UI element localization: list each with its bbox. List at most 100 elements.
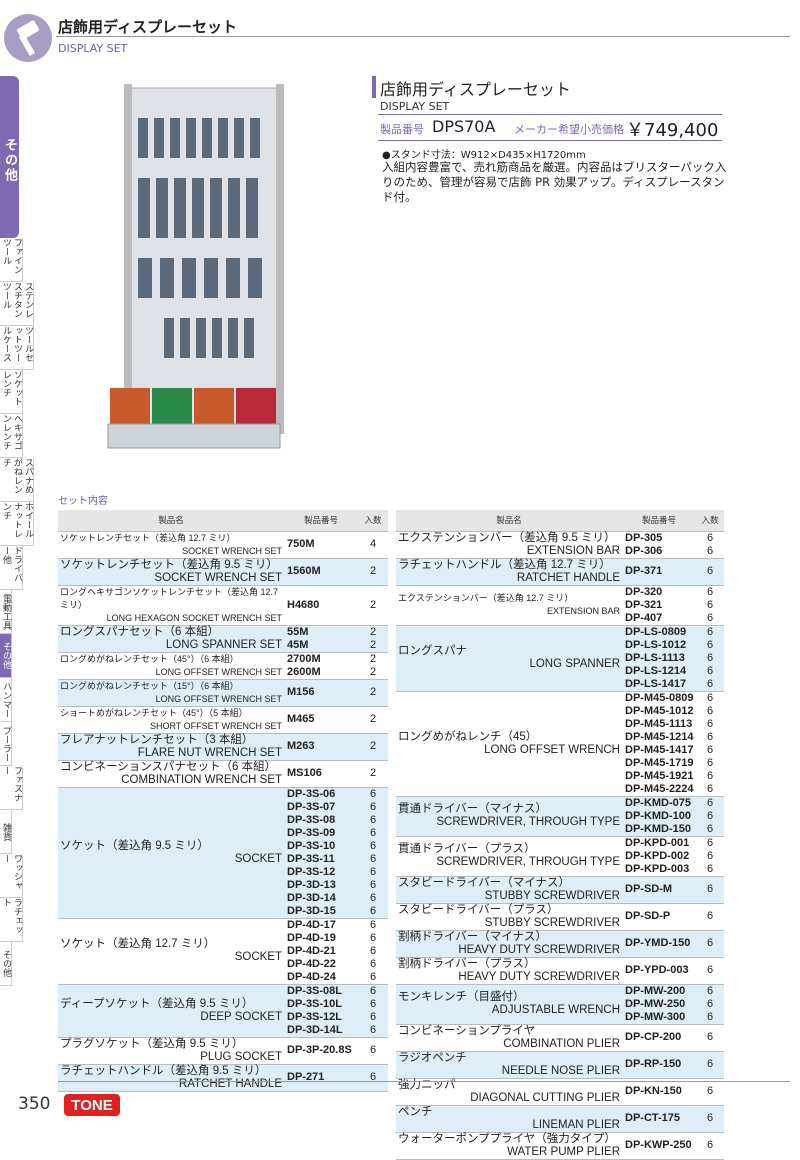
- item-number: DP-4D-22: [287, 957, 336, 970]
- item-qty: 2: [369, 652, 377, 665]
- item-qty-cell: 6: [696, 1132, 724, 1160]
- item-name-jp: エクステンションバー（差込角 9.5 ミリ）: [398, 531, 616, 544]
- item-name-jp: エクステンションバー（差込角 12.7 ミリ）: [398, 593, 574, 603]
- sidebar-tab[interactable]: ホイールナットレンチ: [0, 502, 34, 546]
- item-name-cell: ソケット（差込角 12.7 ミリ）SOCKET: [58, 918, 284, 985]
- item-number: DP-KN-150: [625, 1085, 682, 1097]
- item-number: DP-LS-1113: [625, 651, 685, 664]
- table-row: ロングヘキサゴンソケットレンチセット（差込角 12.7 ミリ）LONG HEXA…: [58, 585, 388, 626]
- sidebar-tab[interactable]: ワッシャー: [0, 854, 23, 898]
- item-qty-cell: 2: [358, 706, 388, 734]
- sidebar-tab[interactable]: ステンレスチタンツール: [0, 282, 34, 326]
- item-qty: 2: [369, 740, 377, 752]
- item-qty: 6: [706, 849, 714, 862]
- sidebar-tab[interactable]: その他: [0, 942, 12, 986]
- sidebar-tab[interactable]: ソケットレンチ: [0, 370, 23, 414]
- item-name-jp: ロングめがねレンチセット（45°）（6 本組）: [60, 653, 239, 664]
- item-qty: 6: [369, 970, 377, 983]
- item-name-en: DIAGONAL CUTTING PLIER: [470, 1091, 620, 1104]
- item-qty: 6: [706, 730, 714, 743]
- item-number-cell: DP-SD-M: [622, 876, 696, 904]
- item-name-cell: スタビードライバー（マイナス）STUBBY SCREWDRIVER: [396, 876, 622, 904]
- table-row: ロングめがねレンチセット（15°）（6 本組）LONG OFFSET WRENC…: [58, 679, 388, 707]
- item-name-cell: ロングめがねレンチ（45）LONG OFFSET WRENCH: [396, 691, 622, 797]
- item-name-en: HEAVY DUTY SCREWDRIVER: [458, 943, 620, 956]
- item-name-jp: 割柄ドライバー（プラス）: [398, 957, 536, 970]
- sidebar-tab[interactable]: 雑貨: [0, 810, 12, 854]
- sidebar-tab[interactable]: ラチェット: [0, 898, 23, 942]
- item-name-en: LONG HEXAGON SOCKET WRENCH SET: [106, 612, 282, 623]
- item-name-cell: 割柄ドライバー（プラス）HEAVY DUTY SCREWDRIVER: [396, 957, 622, 985]
- item-name-en: PLUG SOCKET: [200, 1050, 282, 1063]
- sidebar-tab[interactable]: ドライバー他: [0, 546, 23, 590]
- item-qty: 6: [706, 1085, 714, 1097]
- item-name-jp: ロングスパナセット（6 本組）: [60, 625, 220, 638]
- item-name-en: LINEMAN PLIER: [532, 1118, 620, 1131]
- item-qty: 6: [706, 984, 714, 997]
- sidebar-main-tab[interactable]: その他: [0, 76, 19, 238]
- item-number: DP-3D-14L: [287, 1023, 343, 1036]
- item-number-cell: DP-YMD-150: [622, 930, 696, 958]
- table-row: ソケットレンチセット（差込角 12.7 ミリ）SOCKET WRENCH SET…: [58, 531, 388, 559]
- item-qty: 6: [706, 782, 714, 795]
- item-qty: 2: [369, 686, 377, 698]
- item-qty: 2: [369, 625, 377, 638]
- item-number-cell: DP-CP-200: [622, 1024, 696, 1052]
- item-qty: 6: [369, 904, 377, 917]
- sidebar-tab[interactable]: プーラー: [0, 722, 12, 766]
- item-number-cell: H4680: [284, 585, 358, 626]
- item-number: DP-YPD-003: [625, 964, 689, 976]
- price-label: メーカー希望小売価格: [514, 123, 624, 136]
- item-number: DP-LS-0809: [625, 625, 687, 638]
- sidebar-tab[interactable]: ファスナー: [0, 766, 23, 810]
- item-number: DP-3S-11: [287, 852, 335, 865]
- sidebar-tab[interactable]: ハンマー: [0, 678, 12, 722]
- item-name-cell: エクステンションバー（差込角 9.5 ミリ）EXTENSION BAR: [396, 531, 622, 559]
- product-title: 店飾用ディスプレーセット: [380, 80, 571, 99]
- item-name-cell: ディープソケット（差込角 9.5 ミリ）DEEP SOCKET: [58, 984, 284, 1038]
- sidebar-tab[interactable]: 電動工具: [0, 590, 12, 634]
- sidebar-tab[interactable]: ツールセットツールケース: [0, 326, 34, 370]
- item-number: DP-4D-17: [287, 918, 336, 931]
- sidebar-tab[interactable]: スパナめがねレンチ: [0, 458, 34, 502]
- item-number: DP-KMD-075: [625, 796, 692, 809]
- item-qty: 6: [369, 944, 377, 957]
- item-name-cell: ショートめがねレンチセット（45°）（5 本組）SHORT OFFSET WRE…: [58, 706, 284, 734]
- item-qty-cell: 6: [696, 558, 724, 586]
- item-qty-cell: 6: [696, 876, 724, 904]
- item-qty: 6: [369, 865, 377, 878]
- item-name-en: EXTENSION BAR: [526, 544, 620, 557]
- item-number: DP-KWP-250: [625, 1139, 692, 1151]
- sidebar-tab[interactable]: その他: [0, 634, 12, 678]
- sidebar-tab[interactable]: ヘキサゴンレンチ: [0, 414, 23, 458]
- item-qty: 6: [706, 862, 714, 875]
- item-number: DP-KPD-003: [625, 862, 690, 875]
- item-name-en: SOCKET WRENCH SET: [182, 545, 282, 556]
- item-number: DP-CT-175: [625, 1112, 681, 1124]
- item-qty: 2: [369, 713, 377, 725]
- item-number: DP-MW-200: [625, 984, 686, 997]
- table-row: ロングめがねレンチセット（45°）（6 本組）LONG OFFSET WRENC…: [58, 652, 388, 680]
- sidebar-tab[interactable]: ファインツール: [0, 238, 23, 282]
- item-name-jp: 貫通ドライバー（プラス）: [398, 843, 536, 855]
- item-qty: 6: [706, 651, 714, 664]
- item-name-jp: ディープソケット（差込角 9.5 ミリ）: [60, 997, 254, 1010]
- item-number: DP-4D-21: [287, 944, 336, 957]
- item-number: DP-MW-250: [625, 997, 686, 1010]
